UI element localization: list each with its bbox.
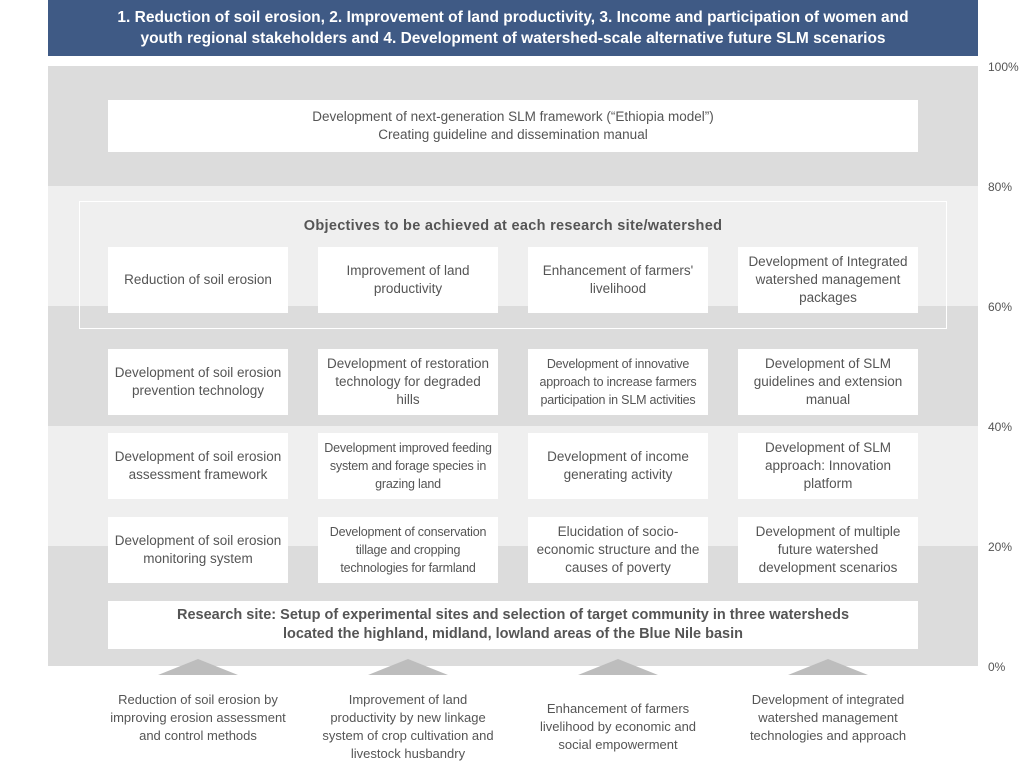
- banner-line-2: youth regional stakeholders and 4. Devel…: [140, 30, 886, 47]
- objectives-frame: [79, 201, 947, 329]
- activity-box-r3-c1: Development of soil erosion monitoring s…: [108, 517, 288, 583]
- activity-box-r1-c1: Development of soil erosion prevention t…: [108, 349, 288, 415]
- scale-label-100: 100%: [988, 60, 1019, 74]
- up-arrow-icon: [578, 659, 658, 675]
- up-arrow-icon: [158, 659, 238, 675]
- bottom-caption-2: Improvement of land productivity by new …: [322, 692, 494, 761]
- title-banner: 1. Reduction of soil erosion, 2. Improve…: [48, 0, 978, 56]
- activity-box-r2-c4: Development of SLM approach: Innovation …: [738, 433, 918, 499]
- scale-label-60: 60%: [988, 300, 1013, 314]
- objective-box-4: Development of Integrated watershed mana…: [738, 247, 918, 313]
- objective-box-1: Reduction of soil erosion: [108, 247, 288, 313]
- scale-label-0: 0%: [988, 660, 1006, 674]
- research-site-box: Research site: Setup of experimental sit…: [108, 601, 918, 649]
- scale-label-40: 40%: [988, 420, 1013, 434]
- scale-label-80: 80%: [988, 180, 1013, 194]
- activity-box-r3-c2: Development of conservation tillage and …: [318, 517, 498, 583]
- bottom-caption-3: Enhancement of farmers livelihood by eco…: [539, 701, 697, 752]
- research-site-line-1: Research site: Setup of experimental sit…: [176, 607, 850, 623]
- activity-box-r2-c1: Development of soil erosion assessment f…: [108, 433, 288, 499]
- activity-box-r1-c2: Development of restoration technology fo…: [318, 349, 498, 415]
- bottom-caption-1: Reduction of soil erosion by improving e…: [110, 692, 286, 743]
- scale-label-20: 20%: [988, 540, 1013, 554]
- activity-box-r2-c2: Development improved feeding system and …: [318, 433, 498, 499]
- activity-box-r2-c3: Development of income generating activit…: [528, 433, 708, 499]
- framework-line-1: Development of next-generation SLM frame…: [312, 109, 714, 124]
- up-arrow-icon: [788, 659, 868, 675]
- objective-box-2: Improvement of land productivity: [318, 247, 498, 313]
- up-arrow-icon: [368, 659, 448, 675]
- research-site-line-2: located the highland, midland, lowland a…: [282, 626, 744, 642]
- activity-box-r1-c3: Development of innovative approach to in…: [528, 349, 708, 415]
- activity-box-r3-c4: Development of multiple future watershed…: [738, 517, 918, 583]
- objective-box-3: Enhancement of farmers' livelihood: [528, 247, 708, 313]
- activity-box-r3-c3: Elucidation of socio-economic structure …: [528, 517, 708, 583]
- framework-line-2: Creating guideline and dissemination man…: [378, 127, 648, 142]
- banner-line-1: 1. Reduction of soil erosion, 2. Improve…: [117, 9, 909, 26]
- bottom-caption-4: Development of integrated watershed mana…: [749, 692, 907, 743]
- objectives-title: Objectives to be achieved at each resear…: [303, 218, 723, 234]
- framework-box: Development of next-generation SLM frame…: [108, 100, 918, 152]
- activity-box-r1-c4: Development of SLM guidelines and extens…: [738, 349, 918, 415]
